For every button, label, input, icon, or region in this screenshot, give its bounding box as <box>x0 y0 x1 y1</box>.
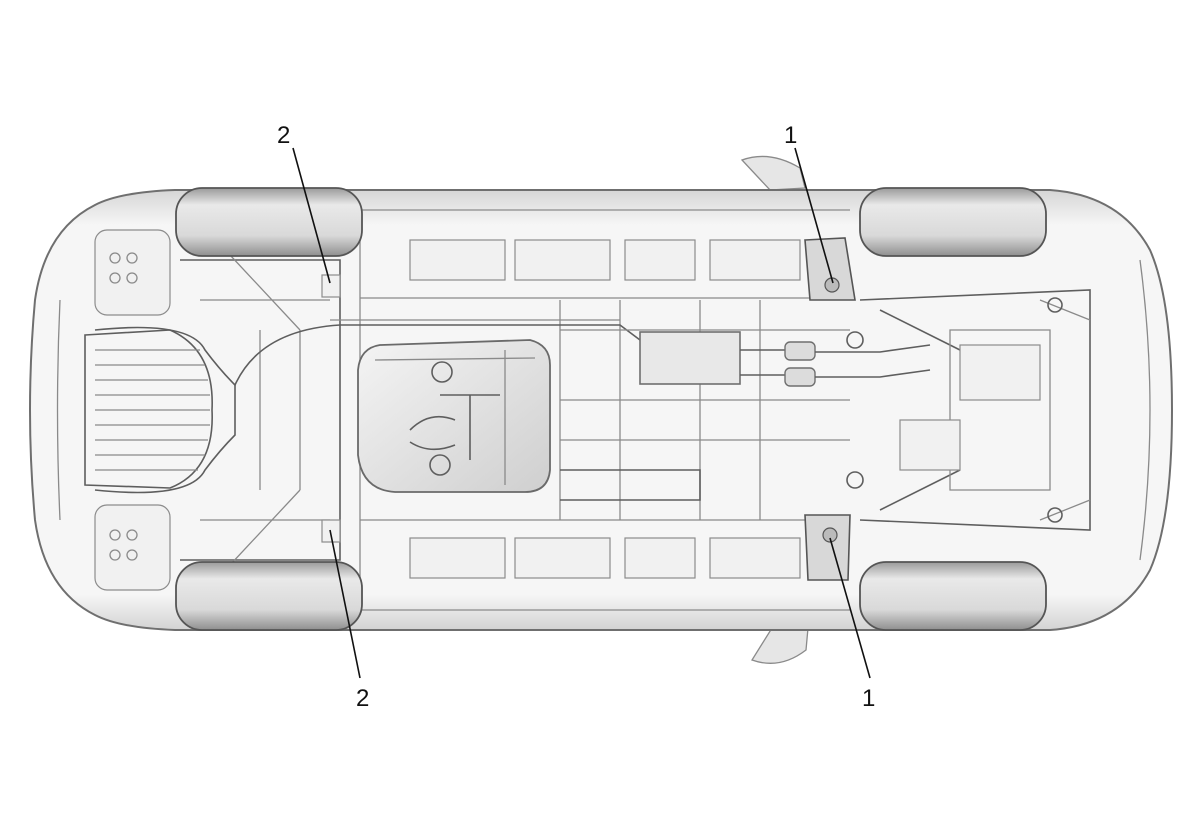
rear-suspension <box>180 254 341 566</box>
side-mirror-top <box>740 155 806 191</box>
center-tunnel <box>560 329 850 501</box>
callout-label-front-top: 1 <box>784 122 797 149</box>
front-lift-bracket-bottom <box>804 514 851 581</box>
side-mirror-bottom <box>751 627 809 664</box>
front-lift-bracket-top <box>804 237 856 301</box>
floor-panels <box>360 239 820 579</box>
rear-section <box>84 229 213 591</box>
tire-front-top <box>859 187 1047 257</box>
front-suspension <box>846 289 1091 531</box>
tire-rear-top <box>175 187 363 257</box>
leader-line-rear-top <box>292 147 331 284</box>
exhaust-system <box>94 319 931 494</box>
tire-rear-bottom <box>175 561 363 631</box>
leader-line-front-bottom <box>829 537 871 679</box>
fuel-tank <box>357 339 551 493</box>
callout-label-front-bottom: 1 <box>862 685 875 712</box>
tire-front-bottom <box>859 561 1047 631</box>
leader-line-front-top <box>794 147 834 284</box>
callout-label-rear-top: 2 <box>277 122 290 149</box>
leader-line-rear-bottom <box>329 529 361 679</box>
callout-label-rear-bottom: 2 <box>356 685 369 712</box>
